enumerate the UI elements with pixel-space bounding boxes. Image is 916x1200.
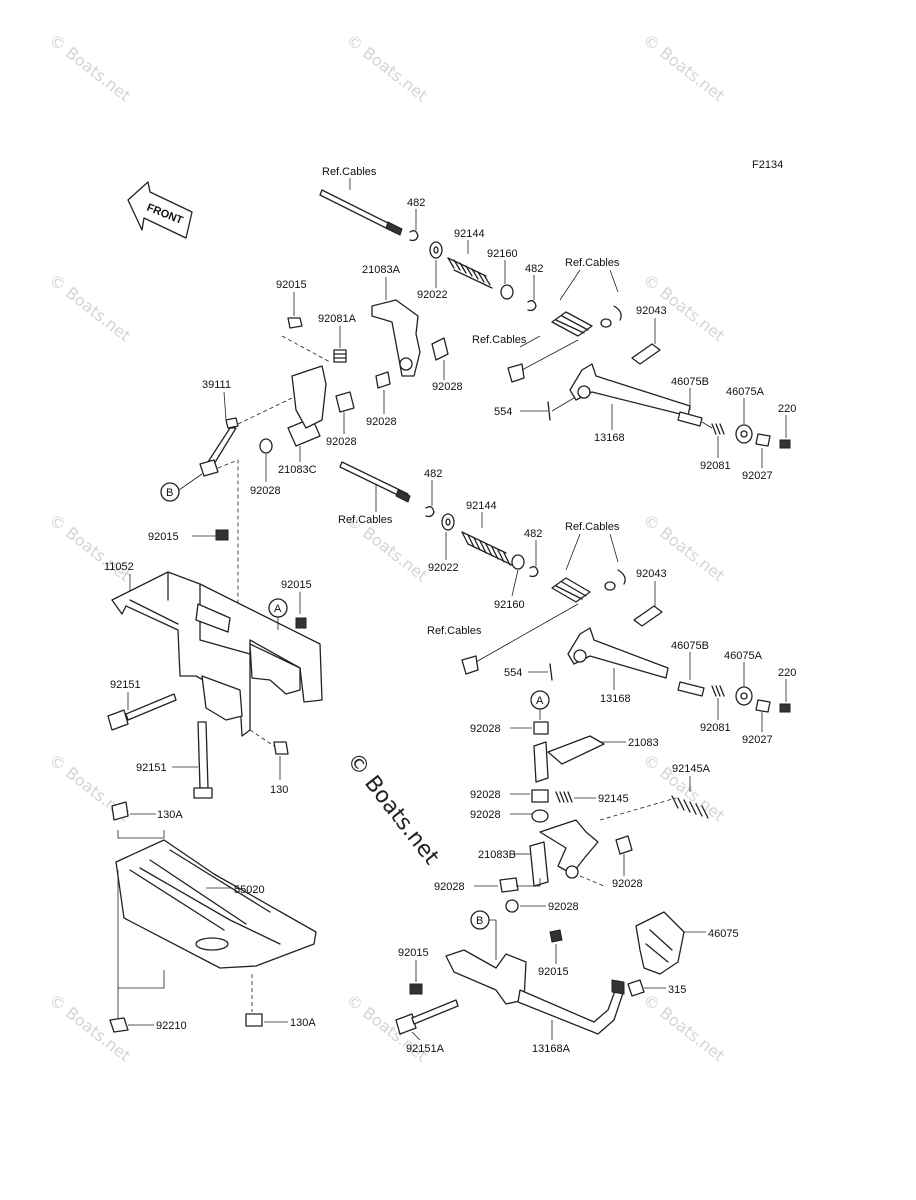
part-label-21083: 21083 [628,737,659,749]
part-label-46075A: 46075A [724,650,763,662]
part-label-55020: 55020 [234,884,265,896]
part-label-11052: 11052 [104,561,134,573]
part-label-92027: 92027 [742,734,773,746]
part-label-92015: 92015 [281,579,312,591]
part-label-92144: 92144 [466,500,497,512]
part-label-92081: 92081 [700,460,731,472]
part-label-554: 554 [504,667,522,679]
part-label-92015: 92015 [276,279,307,291]
watermark: © Boats.net [640,750,729,825]
part-label-92145A: 92145A [672,763,711,775]
part-label-92028: 92028 [432,381,463,393]
part-label-220: 220 [778,403,796,415]
part-label-92015: 92015 [398,947,429,959]
part-label-92145: 92145 [598,793,629,805]
watermark: © Boats.net [343,30,432,105]
part-label-46075B: 46075B [671,376,709,388]
part-label-13168: 13168 [594,432,625,444]
part-label-130A: 130A [157,809,183,821]
callout-a: A [274,603,282,615]
part-label-92028: 92028 [470,809,501,821]
watermark: © Boats.net [640,30,729,105]
part-label-13168: 13168 [600,693,631,705]
part-label-92022: 92022 [428,562,459,574]
part-label-92028: 92028 [366,416,397,428]
ref-cables-label: Ref.Cables [565,257,620,269]
part-label-554: 554 [494,406,512,418]
watermark: © Boats.net [46,270,135,345]
front-arrow-icon: FRONT [127,181,193,239]
part-label-92081A: 92081A [318,313,357,325]
part-label-92081: 92081 [700,722,731,734]
callout-b: B [166,487,173,499]
ref-cables-label: Ref.Cables [472,334,527,346]
lower-cable-assembly: Ref.Cables 482 92022 92144 92160 482 Ref… [338,461,796,746]
part-label-482: 482 [424,468,442,480]
part-label-21083B: 21083B [478,849,516,861]
part-label-46075: 46075 [708,928,739,940]
part-label-130: 130 [270,784,288,796]
part-label-46075B: 46075B [671,640,709,652]
part-label-92210: 92210 [156,1020,187,1032]
part-label-13168A: 13168A [532,1043,571,1055]
figure-code: F2134 [752,159,783,171]
part-label-92151A: 92151A [406,1043,445,1055]
ref-cables-label: Ref.Cables [565,521,620,533]
ref-cables-label: Ref.Cables [338,514,393,526]
part-label-92028: 92028 [326,436,357,448]
part-label-92027: 92027 [742,470,773,482]
part-label-92028: 92028 [250,485,281,497]
upper-cable-assembly: Ref.Cables 482 92022 92144 92160 482 Ref… [319,166,796,482]
callout-b: B [476,915,483,927]
part-label-92043: 92043 [636,305,667,317]
part-label-92028: 92028 [548,901,579,913]
skid-plate-assembly: 130A 55020 92210 130A [109,801,317,1033]
upper-bracket-assembly: 21083A 92028 92081A 92015 92028 92028 21… [160,264,463,640]
part-label-92022: 92022 [417,289,448,301]
part-label-92015: 92015 [148,531,179,543]
part-label-482b: 482 [524,528,542,540]
part-label-92028: 92028 [612,878,643,890]
ref-cables-label: Ref.Cables [322,166,377,178]
callout-b-circle [160,482,180,502]
center-watermark: © Boats.net [341,748,444,869]
callout-a: A [536,695,544,707]
part-label-92151: 92151 [136,762,167,774]
part-label-315: 315 [668,984,686,996]
part-label-482: 482 [407,197,425,209]
part-label-46075A: 46075A [726,386,765,398]
main-bracket-assembly: 92015 11052 A 92015 92151 92151 130 [104,529,323,799]
watermark: © Boats.net [46,30,135,105]
part-label-92028: 92028 [470,723,501,735]
lower-pedal-assembly: A 92028 21083 92028 92028 92145 92145A 2… [395,690,739,1055]
watermark: © Boats.net [46,510,135,585]
part-label-21083C: 21083C [278,464,317,476]
part-label-92015: 92015 [538,966,569,978]
part-label-21083A: 21083A [362,264,401,276]
part-label-92028: 92028 [470,789,501,801]
part-label-220: 220 [778,667,796,679]
part-label-130A: 130A [290,1017,316,1029]
part-label-482b: 482 [525,263,543,275]
part-label-92144: 92144 [454,228,485,240]
part-label-39111: 39111 [202,379,231,391]
part-label-92043: 92043 [636,568,667,580]
ref-cables-label: Ref.Cables [427,625,482,637]
part-label-92160: 92160 [494,599,525,611]
watermark: © Boats.net [640,990,729,1065]
part-label-92028: 92028 [434,881,465,893]
part-label-92160: 92160 [487,248,518,260]
part-label-92151: 92151 [110,679,141,691]
